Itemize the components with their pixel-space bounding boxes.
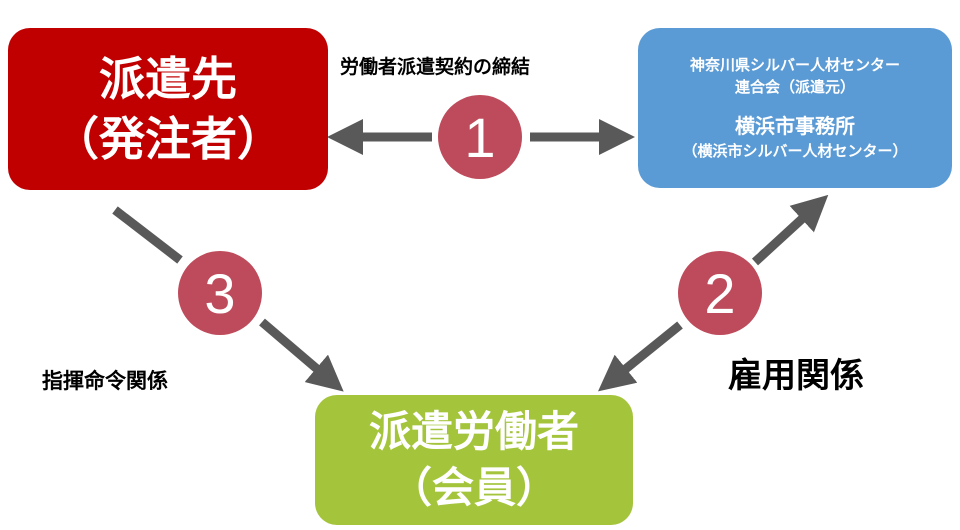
dispatcher-org-suffix: 連合会（派遣元） — [734, 78, 855, 96]
client-subtitle: （発注者） — [53, 112, 283, 166]
arrow-3-lower — [259, 318, 344, 392]
circle-number-1: 1 — [438, 95, 522, 179]
dispatcher-org: 神奈川県シルバー人材センター — [689, 56, 900, 74]
circle-number-2: 2 — [678, 251, 762, 335]
dispatcher-office-alias: （横浜市シルバー人材センター） — [682, 142, 908, 160]
worker-title: 派遣労働者 — [368, 407, 579, 456]
relation-3-label: 指揮命令関係 — [42, 369, 168, 393]
dispatcher-box: 神奈川県シルバー人材センター 連合会（派遣元） 横浜市事務所 （横浜市シルバー人… — [638, 28, 952, 188]
circle-number-3: 3 — [178, 251, 262, 335]
dispatcher-office: 横浜市事務所 — [735, 114, 855, 138]
relation-1-label: 労働者派遣契約の締結 — [340, 56, 531, 78]
line-3-upper — [112, 206, 183, 264]
worker-box: 派遣労働者 （会員） — [315, 395, 633, 525]
client-title: 派遣先 — [99, 52, 237, 106]
arrow-2-upper — [751, 194, 829, 266]
arrow-2-lower — [598, 321, 683, 392]
worker-subtitle: （会員） — [389, 463, 558, 512]
relation-2-label: 雇用関係 — [728, 356, 864, 396]
client-box: 派遣先 （発注者） — [8, 28, 328, 190]
